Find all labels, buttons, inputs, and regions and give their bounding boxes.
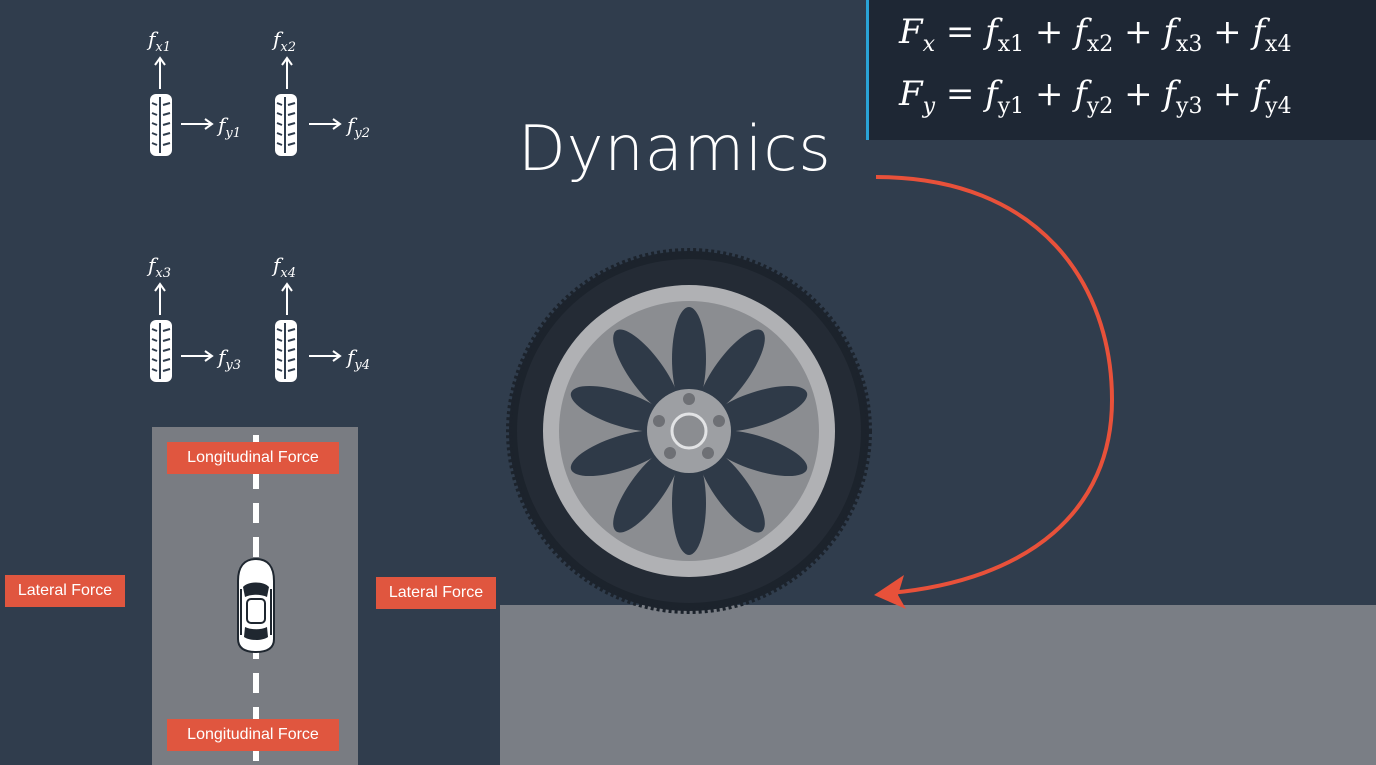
equation-fy: Fy = fy1 + fy2 + fy3 + fy4 [899, 74, 1292, 119]
arrow-up-icon [281, 56, 293, 89]
lateral-force-right-label: Lateral Force [376, 577, 496, 609]
tire-force-diagram: fx1 fy1 fx2 fy2 fx3 fy3 fx4 [140, 25, 400, 405]
longitudinal-force-top-label: Longitudinal Force [167, 442, 339, 474]
eq-fx-lhs-sub: x [922, 31, 936, 57]
slide-title: Dynamics [518, 112, 832, 185]
arrow-up-icon [281, 282, 293, 315]
tire-icon [150, 94, 172, 156]
tire-icon [275, 320, 297, 382]
eq-fx-term: f [1163, 12, 1176, 52]
eq-fy-term: f [985, 74, 998, 114]
eq-fy-term-sub: y4 [1265, 93, 1292, 119]
arrow-right-icon [309, 118, 342, 130]
fy2-label: fy2 [347, 113, 371, 141]
eq-fx-term: f [985, 12, 998, 52]
fy3-label: fy3 [218, 345, 242, 373]
road [152, 427, 358, 765]
lateral-force-left-label: Lateral Force [5, 575, 125, 607]
fx2-label: fx2 [273, 27, 297, 55]
eq-fy-lhs-sub: y [922, 93, 936, 119]
fy1-label: fy1 [218, 113, 242, 141]
longitudinal-force-bottom-label: Longitudinal Force [167, 719, 339, 751]
eq-fx-term: f [1252, 12, 1266, 52]
fx4-sub: x4 [280, 266, 297, 281]
eq-fy-term: f [1252, 74, 1266, 114]
eq-fx-term: f [1074, 12, 1087, 52]
fx4-label: fx4 [273, 253, 297, 281]
arrow-right-icon [181, 118, 214, 130]
tire-icon [150, 320, 172, 382]
fy1-sub: y1 [225, 126, 242, 141]
lane-divider [253, 435, 259, 765]
curved-arrow-icon [874, 175, 1115, 609]
arrow-right-icon [181, 350, 214, 362]
eq-fy-term: f [1163, 74, 1177, 114]
fy4-sub: y4 [354, 358, 371, 373]
fx3-label: fx3 [148, 253, 172, 281]
eq-fy-lhs: F [899, 74, 923, 114]
eq-fx-term-sub: x2 [1086, 31, 1114, 57]
eq-fy-term-sub: y3 [1176, 93, 1203, 119]
eq-fy-term-sub: y2 [1086, 93, 1114, 119]
equation-fx: Fx = fx1 + fx2 + fx3 + fx4 [899, 12, 1292, 57]
fy3-sub: y3 [225, 358, 242, 373]
equation-panel: Fx = fx1 + fx2 + fx3 + fx4 Fy = fy1 + fy… [866, 0, 1376, 140]
fx2-sub: x2 [280, 40, 297, 55]
eq-fy-term-sub: y1 [997, 93, 1025, 119]
eq-fx-term-sub: x3 [1175, 31, 1203, 57]
arrow-right-icon [309, 350, 342, 362]
eq-fx-lhs: F [899, 12, 923, 52]
fx1-sub: x1 [155, 40, 172, 55]
wheel-icon [506, 248, 872, 614]
fx3-sub: x3 [155, 266, 172, 281]
eq-fx-term-sub: x1 [997, 31, 1025, 57]
fy4-label: fy4 [347, 345, 371, 373]
ground-surface [500, 605, 1376, 765]
arrow-up-icon [154, 56, 166, 89]
arrow-up-icon [154, 282, 166, 315]
car-icon [237, 557, 275, 653]
tire-icon [275, 94, 297, 156]
fx1-label: fx1 [148, 27, 172, 55]
fy2-sub: y2 [354, 126, 371, 141]
eq-fx-term-sub: x4 [1265, 31, 1292, 57]
eq-fy-term: f [1074, 74, 1087, 114]
